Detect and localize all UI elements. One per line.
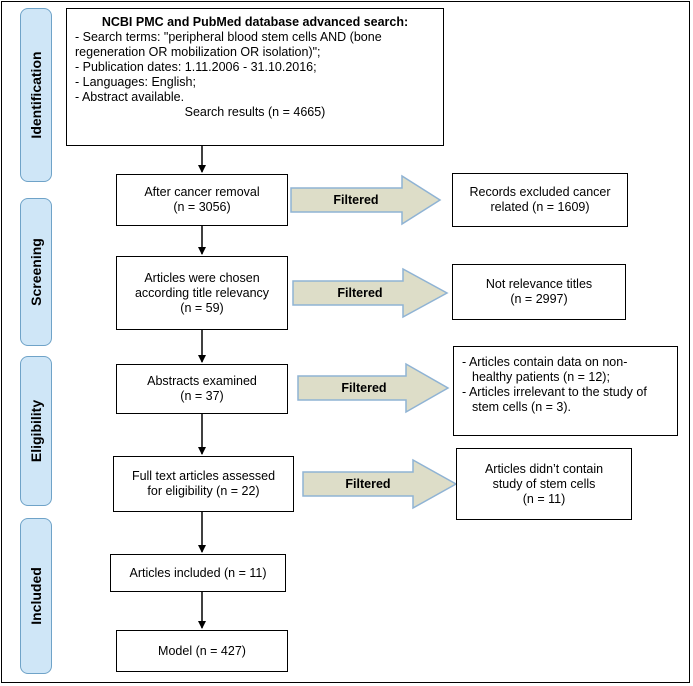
filter-label-4: Filtered [345,477,390,491]
filter-label-1: Filtered [333,193,378,207]
stage-included: Included [20,518,52,674]
excluded-text: Not relevance titles [485,277,593,291]
filter-label-3: Filtered [341,381,386,395]
step-text: Articles were chosen [144,270,260,285]
step-articles-included: Articles included (n = 11) [110,554,286,592]
step-after-cancer-removal: After cancer removal (n = 3056) [116,174,288,226]
search-box-line: - Languages: English; [75,75,196,89]
search-box-line: - Search terms: "peripheral blood stem c… [75,30,382,44]
step-count: (n = 3056) [173,200,231,214]
step-text: Abstracts examined [147,374,257,388]
step-count: (n = 37) [180,389,224,403]
excluded-text: Records excluded cancer [469,185,611,199]
search-results-count: Search results (n = 4665) [184,105,326,119]
step-full-text-assessed: Full text articles assessed for eligibil… [113,456,294,512]
step-text: according title relevancy [134,285,270,300]
filter-label-2: Filtered [337,286,382,300]
excluded-text: stem cells (n = 3). [472,400,571,414]
excluded-non-healthy-irrelevant: - Articles contain data on non- healthy … [453,346,678,436]
search-box-line: - Abstract available. [75,90,185,104]
step-model: Model (n = 427) [116,630,288,672]
search-box-line: - Publication dates: 1.11.2006 - 31.10.2… [75,60,317,74]
filter-arrow-3 [297,362,450,414]
excluded-no-stem-cell-study: Articles didn’t contain study of stem ce… [456,448,632,520]
excluded-cancer-related: Records excluded cancer related (n = 160… [452,173,628,227]
excluded-text: - Articles irrelevant to the study of [462,385,647,399]
filter-arrow-2 [292,267,449,319]
stage-eligibility: Eligibility [20,356,52,506]
excluded-text: - Articles contain data on non- [462,355,628,369]
step-text: Articles included (n = 11) [129,565,267,580]
excluded-text: study of stem cells [492,476,596,491]
excluded-text: Articles didn’t contain [484,461,604,476]
step-abstracts-examined: Abstracts examined (n = 37) [116,364,288,414]
filter-arrow-1 [290,174,442,226]
filter-arrow-4 [302,458,458,510]
step-count: (n = 59) [180,300,224,315]
step-text: After cancer removal [144,185,260,199]
excluded-not-relevant-titles: Not relevance titles (n = 2997) [452,264,626,320]
stage-identification: Identification [20,8,52,182]
search-box-title: NCBI PMC and PubMed database advanced se… [101,15,409,29]
search-box-line: regeneration OR mobilization OR isolatio… [75,45,321,59]
search-criteria-box: NCBI PMC and PubMed database advanced se… [66,8,444,146]
step-text: Full text articles assessed [131,469,276,483]
step-text: Model (n = 427) [158,643,246,658]
step-text: for eligibility (n = 22) [147,484,260,498]
excluded-text: related (n = 1609) [490,200,590,214]
stage-screening: Screening [20,198,52,346]
excluded-text: (n = 11) [522,491,566,506]
step-title-relevancy: Articles were chosen according title rel… [116,256,288,330]
excluded-text: (n = 2997) [510,292,568,306]
excluded-text: healthy patients (n = 12); [472,370,610,384]
